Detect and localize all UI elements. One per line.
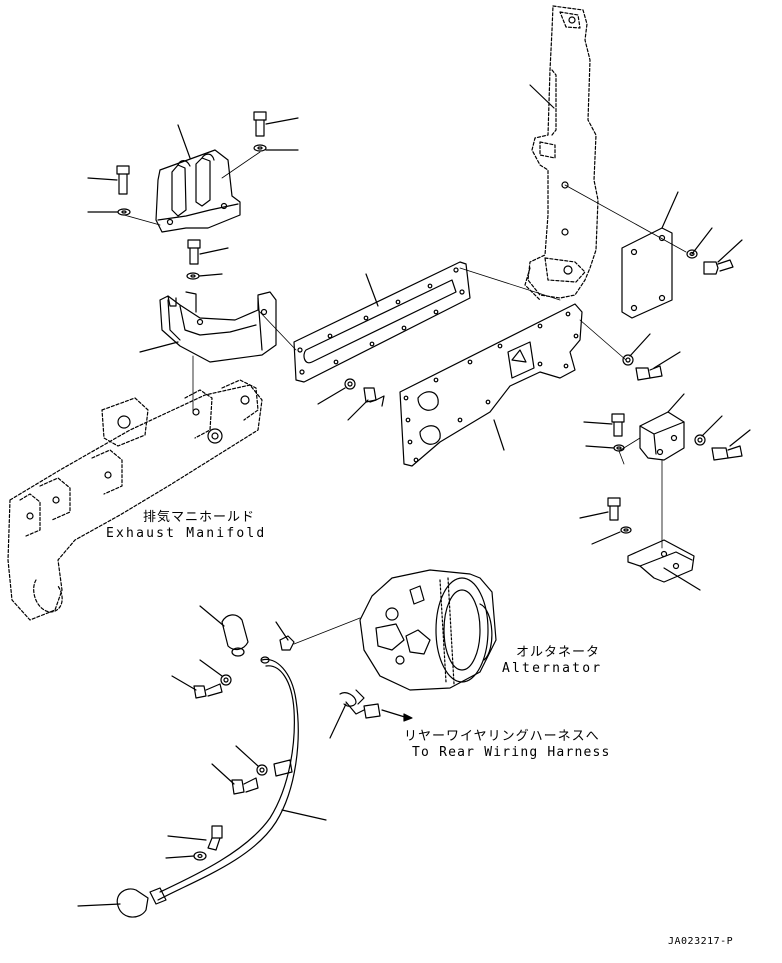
leader-line — [493, 419, 505, 451]
harness-arrow-head — [403, 713, 413, 722]
leader-line — [661, 191, 679, 229]
guide-line — [293, 617, 361, 645]
leader-line — [329, 703, 347, 739]
leader-line — [653, 351, 681, 369]
leader-line — [77, 903, 121, 907]
leader-line — [87, 177, 118, 181]
bolt-mid-bracket — [187, 239, 201, 265]
leader-line — [167, 835, 207, 841]
manifold-studs — [26, 395, 250, 520]
mount-bracket — [627, 539, 695, 583]
washer-angle-right — [694, 434, 706, 446]
guide-line — [459, 267, 561, 301]
leader-line — [281, 809, 327, 821]
guide-line — [579, 319, 627, 361]
harness-label-en: To Rear Wiring Harness — [412, 745, 611, 760]
bolt-shield-left — [116, 165, 130, 195]
alternator — [359, 569, 497, 691]
leader-line — [199, 659, 223, 677]
leader-line — [265, 117, 299, 125]
washer-mount — [620, 526, 632, 534]
bolt-gasket — [363, 387, 385, 407]
gasket-plate — [293, 261, 471, 383]
washer-shield-left — [117, 208, 131, 216]
leader-line — [165, 855, 195, 859]
leader-line — [235, 745, 259, 767]
washer-mid-bracket — [186, 272, 200, 280]
leader-line — [199, 605, 225, 627]
leader-line — [691, 227, 713, 255]
leader-line — [198, 273, 223, 277]
battery-cable — [149, 656, 299, 905]
guide-line — [618, 450, 625, 465]
leader-line — [591, 531, 621, 545]
washer-cable-top — [220, 674, 232, 686]
guide-line — [221, 151, 261, 179]
guide-line — [564, 184, 687, 253]
cable-boot — [116, 888, 149, 918]
bolt-plate-right — [635, 365, 663, 381]
washer-gasket — [344, 378, 356, 390]
washer-cable-mid — [256, 764, 268, 776]
leader-line — [667, 393, 685, 413]
leader-line — [139, 341, 179, 353]
leader-line — [585, 445, 615, 449]
leader-line — [199, 247, 229, 255]
terminal-cap — [221, 614, 249, 657]
bolt-mount — [607, 497, 621, 521]
leader-line — [529, 84, 555, 109]
leader-line — [629, 333, 651, 357]
bolt-cable-mid — [231, 777, 259, 795]
exhaust-manifold — [7, 379, 263, 621]
leader-line — [275, 621, 289, 641]
guide-line — [257, 309, 297, 351]
leader-line — [177, 124, 191, 159]
heat-shield-bracket — [155, 149, 241, 233]
leader-line — [717, 239, 743, 263]
washer-angle-left — [613, 444, 625, 452]
bolt-angle-left — [611, 413, 625, 437]
connector-lead — [339, 689, 381, 719]
bolt-shield-right — [253, 111, 267, 137]
leader-line — [317, 387, 346, 405]
leader-line — [211, 763, 235, 785]
washer-top-right — [686, 249, 698, 259]
leader-line — [347, 399, 369, 421]
leader-line — [663, 567, 701, 591]
exhaust-manifold-label-jp: 排気マニホールド — [143, 510, 256, 525]
leader-line — [171, 675, 197, 691]
vertical-bracket — [524, 5, 599, 301]
washer-plate-right — [622, 354, 634, 366]
insulation-plate — [399, 303, 583, 467]
bolt-cable-low — [207, 825, 223, 851]
bolt-angle-right — [711, 445, 743, 461]
terminal-nut — [279, 635, 295, 651]
cover-plate — [621, 227, 673, 319]
harness-label-jp: リヤーワイヤリングハーネスへ — [404, 729, 600, 744]
leader-line — [365, 273, 379, 307]
guide-line — [123, 214, 161, 226]
alternator-label-en: Alternator — [502, 661, 603, 676]
leader-line — [583, 421, 613, 425]
exhaust-manifold-label-en: Exhaust Manifold — [106, 526, 267, 541]
angle-bracket — [639, 411, 685, 461]
bolt-top-right — [703, 259, 734, 275]
drawing-number: JA023217-P — [668, 936, 734, 947]
leader-line — [579, 511, 609, 519]
washer-shield-right — [253, 144, 267, 152]
leader-line — [701, 415, 723, 437]
guide-line — [618, 437, 641, 452]
manifold-bracket — [159, 291, 277, 363]
washer-cable-low — [193, 851, 207, 861]
bolt-cable-top — [193, 683, 223, 699]
leader-line — [729, 429, 751, 447]
alternator-label-jp: オルタネータ — [516, 645, 601, 660]
